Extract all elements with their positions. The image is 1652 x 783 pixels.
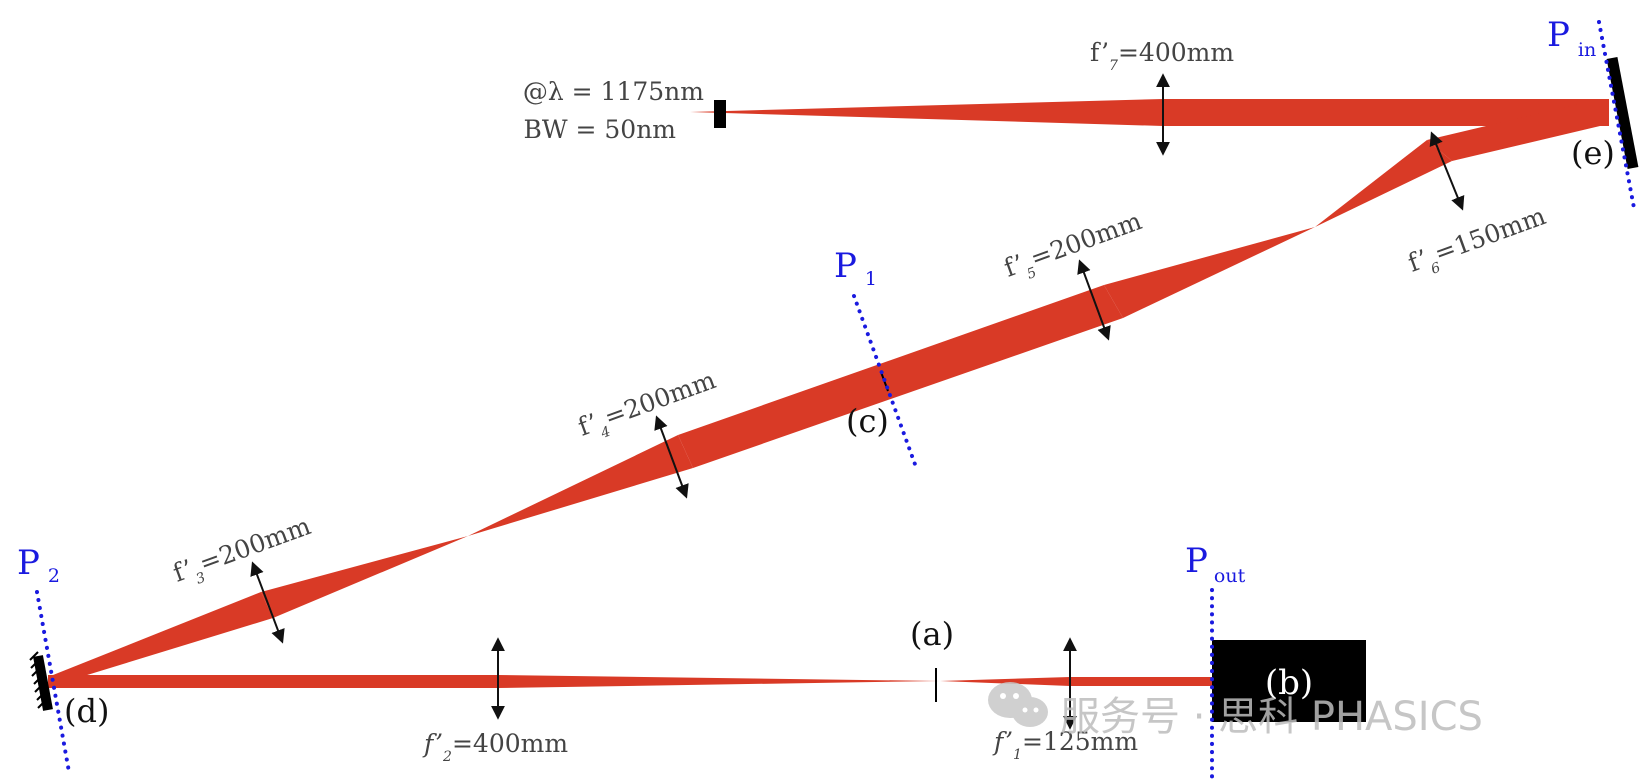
point-label-e: (e)	[1571, 134, 1615, 172]
focal-label-f1: f’1=125mm	[992, 727, 1138, 763]
beam-f4-to-focus	[468, 435, 693, 536]
point-label-b: (b)	[1265, 663, 1313, 703]
source-wavelength-label: @λ = 1175nm	[523, 77, 704, 106]
focal-label-f3: f’3=200mm	[169, 511, 317, 594]
point-label-d: (d)	[64, 692, 109, 730]
beam-focus-to-f5	[1104, 227, 1315, 318]
focal-label-f6: f’6=150mm	[1404, 201, 1552, 284]
watermark-text: 服务号 · 思科 PHASICS	[1060, 694, 1483, 740]
mirror-d	[29, 651, 53, 711]
mirror-e	[1606, 56, 1639, 170]
beam-f6-to-focus	[1315, 140, 1452, 227]
plane-line-in	[1597, 20, 1636, 210]
lens-f6	[1429, 131, 1465, 211]
point-label-a: (a)	[910, 615, 954, 653]
lens-f3	[250, 561, 285, 644]
beam-f3-to-mirror-d	[48, 592, 273, 687]
beam-f1-to-b	[1070, 677, 1215, 686]
beam-paths	[48, 99, 1609, 688]
beam-f5-to-f4	[678, 285, 1123, 468]
focal-label-f5: f’5=200mm	[1000, 206, 1148, 289]
detector-b	[1212, 640, 1366, 722]
plane-line-1	[852, 294, 918, 469]
lens-f5	[1077, 259, 1111, 341]
beam-focus-to-f3	[261, 536, 468, 618]
plane-lines	[35, 20, 1636, 780]
beam-f2-to-a	[498, 675, 940, 688]
beam-e-to-f6	[1427, 99, 1600, 161]
wechat-icon	[988, 682, 1048, 727]
beam-f7-to-mirror-e	[1163, 99, 1609, 126]
beam-a-to-f1	[940, 677, 1070, 686]
watermark: 服务号 · 思科 PHASICS	[988, 682, 1483, 740]
beam-source-to-f7	[690, 99, 1163, 126]
focal-label-f7: f’7=400mm	[1090, 38, 1234, 74]
source-block	[714, 100, 726, 128]
plane-line-2	[35, 590, 71, 774]
point-label-c: (c)	[846, 402, 889, 440]
lenses	[250, 73, 1465, 730]
focal-label-f2: f’2=400mm	[422, 729, 568, 765]
lens-f4	[654, 415, 689, 499]
source-bandwidth-label: BW = 50nm	[523, 115, 676, 144]
beam-d-to-f2	[48, 675, 498, 688]
